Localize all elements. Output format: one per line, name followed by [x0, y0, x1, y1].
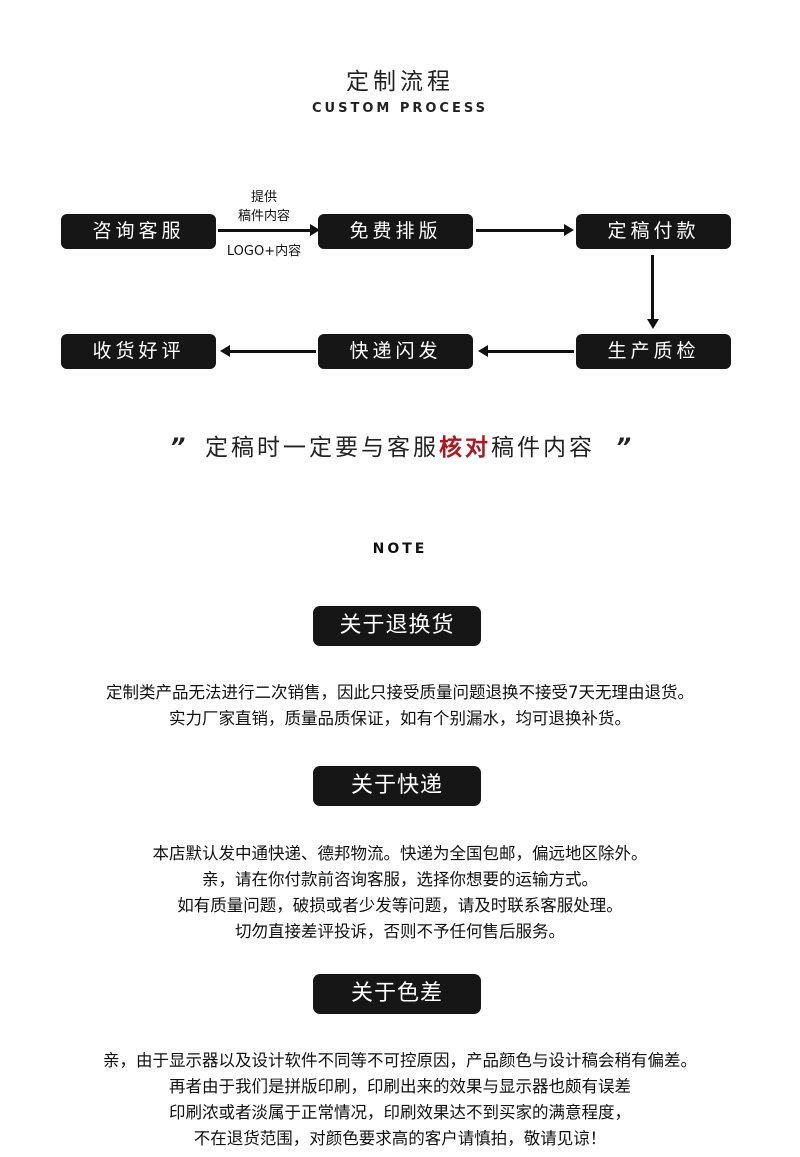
tip-highlight: 核对 — [439, 435, 491, 461]
section-text-color: 亲，由于显示器以及设计软件不同等不可控原因，产品颜色与设计稿会稍有偏差。 再者由… — [0, 1048, 800, 1152]
arrow-line — [476, 229, 566, 232]
arrow-line — [228, 350, 316, 353]
step-express-ship: 快递闪发 — [318, 334, 473, 369]
step-confirm-pay: 定稿付款 — [576, 214, 731, 249]
arrow-label-logo: LOGO+内容 — [226, 244, 302, 259]
section-title-express: 关于快递 — [313, 766, 481, 806]
text-line: 切勿直接差评投诉，否则不予任何售后服务。 — [235, 922, 565, 941]
section-title-color: 关于色差 — [313, 974, 481, 1014]
section-text-returns: 定制类产品无法进行二次销售，因此只接受质量问题退换不接受7天无理由退货。 实力厂… — [0, 680, 800, 732]
arrow-right-icon — [310, 224, 320, 236]
arrow-left-icon — [220, 345, 230, 357]
step-consult-service: 咨询客服 — [61, 214, 216, 249]
arrow-line — [218, 229, 312, 232]
text-line: 本店默认发中通快递、德邦物流。快递为全国包邮，偏远地区除外。 — [152, 844, 648, 863]
arrow-left-icon — [478, 345, 488, 357]
note-heading: NOTE — [372, 541, 428, 557]
text-line: 亲，由于显示器以及设计软件不同等不可控原因，产品颜色与设计稿会稍有偏差。 — [103, 1051, 697, 1070]
tip-text-before: 定稿时一定要与客服 — [205, 435, 439, 461]
text-line: 如有质量问题，破损或者少发等问题，请及时联系客服处理。 — [177, 896, 623, 915]
arrow-down-icon — [647, 319, 659, 329]
section-title-returns: 关于退换货 — [313, 606, 481, 646]
page-title: 定制流程 — [346, 69, 454, 95]
tip-text-after: 稿件内容 — [491, 435, 595, 461]
arrow-line — [486, 350, 574, 353]
text-line: 定制类产品无法进行二次销售，因此只接受质量问题退换不接受7天无理由退货。 — [106, 683, 694, 702]
arrow-right-icon — [564, 224, 574, 236]
step-production-qc: 生产质检 — [576, 334, 731, 369]
text-line: 印刷浓或者淡属于正常情况，印刷效果达不到买家的满意程度， — [169, 1103, 631, 1122]
arrow-label-content: 稿件内容 — [237, 209, 290, 224]
step-free-layout: 免费排版 — [318, 214, 473, 249]
page-subtitle: CUSTOM PROCESS — [312, 101, 488, 116]
text-line: 实力厂家直销，质量品质保证，如有个别漏水，均可退换补货。 — [169, 709, 631, 728]
close-quote: ” — [615, 433, 632, 461]
open-quote: ” — [169, 433, 186, 461]
arrow-line — [651, 255, 654, 321]
step-receive-review: 收货好评 — [61, 334, 216, 369]
text-line: 亲，请在你付款前咨询客服，选择你想要的运输方式。 — [202, 870, 598, 889]
text-line: 不在退货范围，对颜色要求高的客户请慎拍，敬请见谅！ — [193, 1129, 607, 1148]
arrow-label-provide: 提供 — [250, 190, 277, 205]
text-line: 再者由于我们是拼版印刷，印刷出来的效果与显示器也颇有误差 — [169, 1077, 631, 1096]
confirm-tip: ” 定稿时一定要与客服核对稿件内容 ” — [0, 428, 800, 462]
section-text-express: 本店默认发中通快递、德邦物流。快递为全国包邮，偏远地区除外。 亲，请在你付款前咨… — [0, 841, 800, 945]
